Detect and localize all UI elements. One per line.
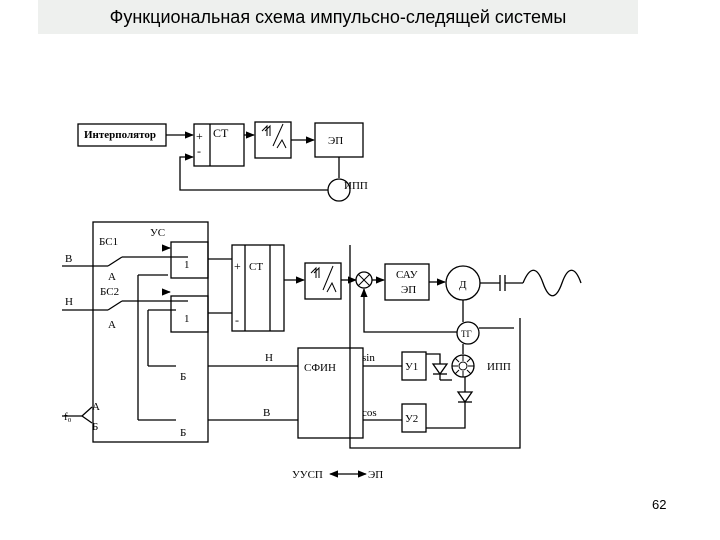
sfin-label: СФИН bbox=[304, 362, 336, 374]
cos-label: cos bbox=[362, 407, 377, 419]
gate-block-1 bbox=[170, 241, 209, 279]
tachogenerator bbox=[456, 321, 480, 345]
gate1-label: 1 bbox=[184, 259, 190, 271]
page-number: 62 bbox=[652, 497, 667, 512]
amplifier-y2 bbox=[401, 403, 427, 433]
b1-label: Б bbox=[180, 371, 186, 383]
y1-label: У1 bbox=[405, 361, 418, 373]
tg-label: ТГ bbox=[461, 329, 472, 339]
counter-minus-top: - bbox=[197, 144, 201, 158]
counter-label-top: СТ bbox=[213, 126, 229, 140]
dac-block-top bbox=[254, 121, 292, 159]
input-n-label: Н bbox=[65, 296, 73, 308]
page-title: Функциональная схема импульсно-следящей … bbox=[109, 7, 567, 27]
gate2-label: 1 bbox=[184, 313, 190, 325]
v-out-label: В bbox=[263, 407, 270, 419]
h-out-label: Н bbox=[265, 352, 273, 364]
dac-block-mid bbox=[304, 262, 342, 300]
output-wave bbox=[522, 269, 582, 297]
gate-block-2 bbox=[170, 295, 209, 333]
b2-label: Б bbox=[180, 427, 186, 439]
y2-label: У2 bbox=[405, 413, 418, 425]
ipp-label-top: ИПП bbox=[344, 180, 368, 192]
counter-plus-mid: + bbox=[234, 259, 241, 273]
sau-label-line1: САУ bbox=[396, 269, 418, 281]
title-bar: Функциональная схема импульсно-следящей … bbox=[38, 0, 638, 34]
counter-minus-mid: - bbox=[235, 313, 239, 327]
ep-label-top: ЭП bbox=[328, 135, 343, 147]
sin-label: sin bbox=[362, 352, 375, 364]
counter-block-top bbox=[193, 123, 245, 167]
f0-label: f₀ bbox=[64, 411, 72, 423]
sau-label-line2: ЭП bbox=[401, 284, 416, 296]
feedback-enclosure bbox=[349, 245, 521, 449]
diode-2 bbox=[456, 391, 474, 404]
sfin-block bbox=[297, 347, 364, 439]
counter-plus-top: + bbox=[196, 129, 203, 143]
diode-1 bbox=[431, 363, 449, 376]
a1-label: А bbox=[108, 271, 116, 283]
interpolator-label: Интерполятор bbox=[84, 129, 156, 141]
fb-label: Б bbox=[92, 421, 98, 433]
ipp-label-bottom: ИПП bbox=[487, 361, 511, 373]
counter-block-mid bbox=[231, 244, 285, 332]
fa-label: А bbox=[92, 401, 100, 413]
motor-label: Д bbox=[459, 279, 467, 291]
a2-label: А bbox=[108, 319, 116, 331]
ep-label-bottom: ЭП bbox=[368, 469, 383, 481]
amplifier-y1 bbox=[401, 351, 427, 381]
counter-label-mid: СТ bbox=[249, 261, 263, 273]
input-v-label: В bbox=[65, 253, 72, 265]
bs1-label: БС1 bbox=[99, 236, 118, 248]
bs2-label: БС2 bbox=[100, 286, 119, 298]
us-label: УС bbox=[150, 227, 165, 239]
uusp-label: УУСП bbox=[292, 469, 323, 481]
